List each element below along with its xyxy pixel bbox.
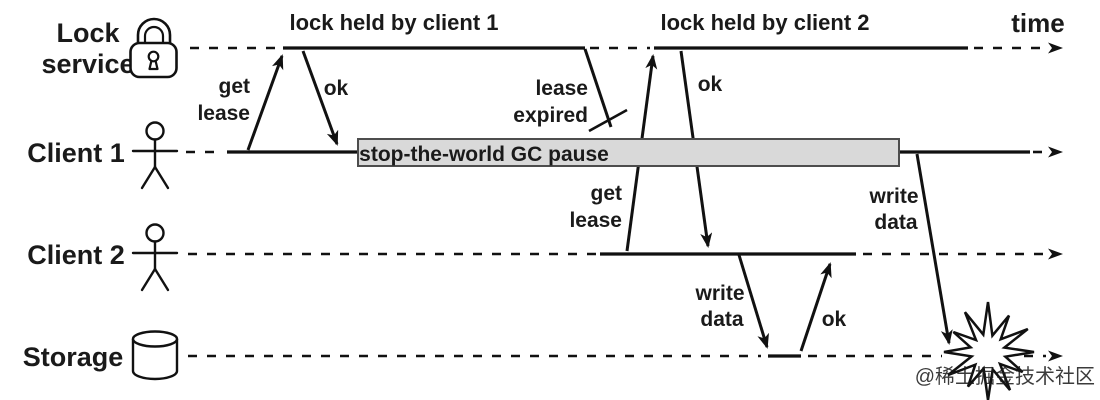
timeline-arrowhead <box>1048 42 1063 54</box>
timeline-arrowhead <box>1048 146 1063 158</box>
lock-held-by-client2-label: lock held by client 2 <box>660 10 869 35</box>
client1-write-data-label: write data <box>868 185 918 234</box>
lane-caption-lock-service: Lock service <box>41 18 134 79</box>
client1-get-lease-arrow <box>246 54 284 151</box>
lock-held-by-client1-label: lock held by client 1 <box>289 10 498 35</box>
lease-text: lease <box>197 102 250 125</box>
storage-label: Storage <box>23 342 124 372</box>
database-cylinder-icon <box>131 330 179 381</box>
get-text: get <box>591 182 623 205</box>
expired-text: expired <box>513 104 588 127</box>
write-text: write <box>868 185 918 208</box>
client2-write-data-arrow <box>737 254 769 349</box>
client1-ok-arrow <box>301 50 339 146</box>
timeline-arrowhead <box>1048 350 1063 362</box>
client2-write-data-label: write data <box>694 282 744 331</box>
watermark-text: @稀土掘金技术社区 <box>915 365 1095 388</box>
lease-text: lease <box>535 77 588 100</box>
explosion-icon <box>943 301 1035 400</box>
data-text: data <box>874 211 918 234</box>
gc-pause-box: stop-the-world GC pause <box>357 138 900 167</box>
person-icon <box>131 223 179 292</box>
lock-service-label-line1: Lock <box>56 18 120 48</box>
client1-ok-label: ok <box>324 77 349 100</box>
client2-ok-label: ok <box>698 73 723 96</box>
padlock-icon <box>129 17 178 79</box>
person-icon <box>131 121 179 190</box>
get-text: get <box>219 75 251 98</box>
client1-label: Client 1 <box>27 138 125 168</box>
gc-pause-rect <box>357 138 900 167</box>
storage-ok-label: ok <box>822 308 847 331</box>
client1-write-data-arrow <box>915 153 953 345</box>
lease-expired-label: lease expired <box>513 77 588 127</box>
lease-text: lease <box>569 209 622 232</box>
lease-expired-cross-icon <box>583 48 628 133</box>
client1-get-lease-label: get lease <box>197 75 250 125</box>
client2-get-lease-label: get lease <box>569 182 622 232</box>
write-text: write <box>694 282 744 305</box>
lock-service-label-line2: service <box>41 49 134 79</box>
data-text: data <box>700 308 744 331</box>
storage-ok-arrow <box>799 262 832 352</box>
timeline-arrowhead <box>1048 248 1063 260</box>
time-axis-label: time <box>1011 8 1064 38</box>
client2-label: Client 2 <box>27 240 125 270</box>
gc-pause-label: stop-the-world GC pause <box>359 143 609 166</box>
